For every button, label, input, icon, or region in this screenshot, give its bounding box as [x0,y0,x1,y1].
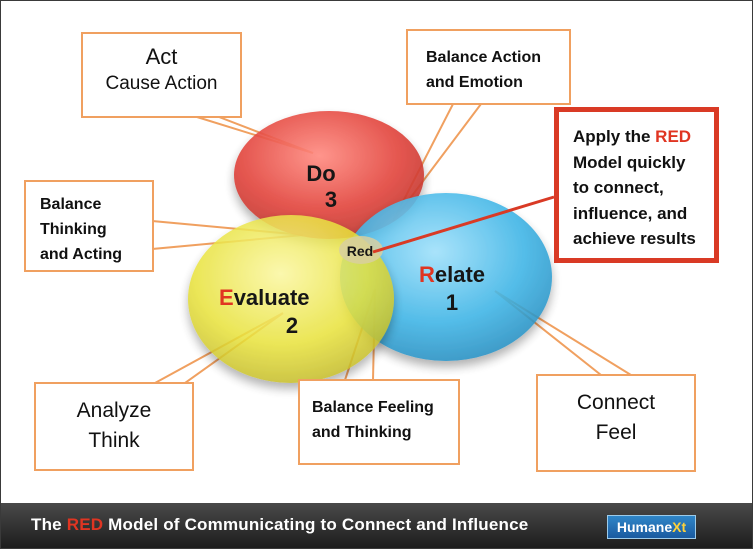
relate-number: 1 [445,290,459,315]
balance-thinking-callout: Balance Thinking and Acting [24,180,154,272]
balance-action-callout: Balance Action and Emotion [406,29,571,105]
relate-circle [340,193,552,361]
analyze-line: Analyze [76,399,152,422]
footer-prefix: The [31,515,67,534]
balance-feeling-line: and Thinking [312,424,412,441]
apply-line: influence, and [573,203,688,223]
footer-caption: The RED Model of Communicating to Connec… [31,515,528,535]
connect-callout: Connect Feel [536,374,696,472]
logo-accent: Xt [672,519,687,535]
evaluate-first-letter: E [219,285,234,310]
apply-red-word: RED [655,127,692,146]
balance-feeling-callout: Balance Feeling and Thinking [298,379,460,465]
footer-red-word: RED [66,515,104,534]
relate-label: Relate [419,262,519,288]
balance-thinking-line: Balance [40,196,102,213]
balance-action-line: Balance Action [426,49,541,66]
do-number: 3 [324,187,338,212]
connect-line: Feel [595,421,637,444]
center-label: Red [346,243,374,259]
footer-bar: The RED Model of Communicating to Connec… [1,503,752,548]
apply-line: Apply the RED [573,124,714,150]
act-subtitle: Cause Action [105,73,218,94]
logo-main: Humane [616,519,673,535]
do-label: Do [306,161,336,186]
do-circle [234,111,424,239]
relate-rest: elate [434,262,486,287]
connect-line: Connect [576,391,656,414]
balance-thinking-line: and Acting [40,246,123,263]
apply-before: Apply the [573,127,656,146]
humanext-logo: HumaneXt [607,515,696,539]
apply-red-model-box: Apply the RED Model quickly to connect, … [554,107,719,263]
center-highlight [339,236,383,264]
apply-connector [372,195,555,254]
venn-diagram [151,103,635,384]
relate-first-letter: R [419,262,435,287]
evaluate-label: Evaluate [219,285,339,311]
apply-line: to connect, [573,178,664,197]
analyze-line: Think [88,429,140,452]
apply-line: achieve results [573,229,696,248]
act-title: Act [145,44,178,69]
act-callout: Act Cause Action [81,32,242,118]
evaluate-number: 2 [285,313,299,338]
analyze-callout: Analyze Think [34,382,194,471]
balance-feeling-line: Balance Feeling [312,399,434,416]
apply-line: Model quickly [573,152,686,172]
balance-action-line: and Emotion [426,74,523,91]
balance-thinking-line: Thinking [40,221,107,238]
footer-suffix: Model of Communicating to Connect and In… [103,515,529,534]
evaluate-rest: valuate [233,285,310,310]
